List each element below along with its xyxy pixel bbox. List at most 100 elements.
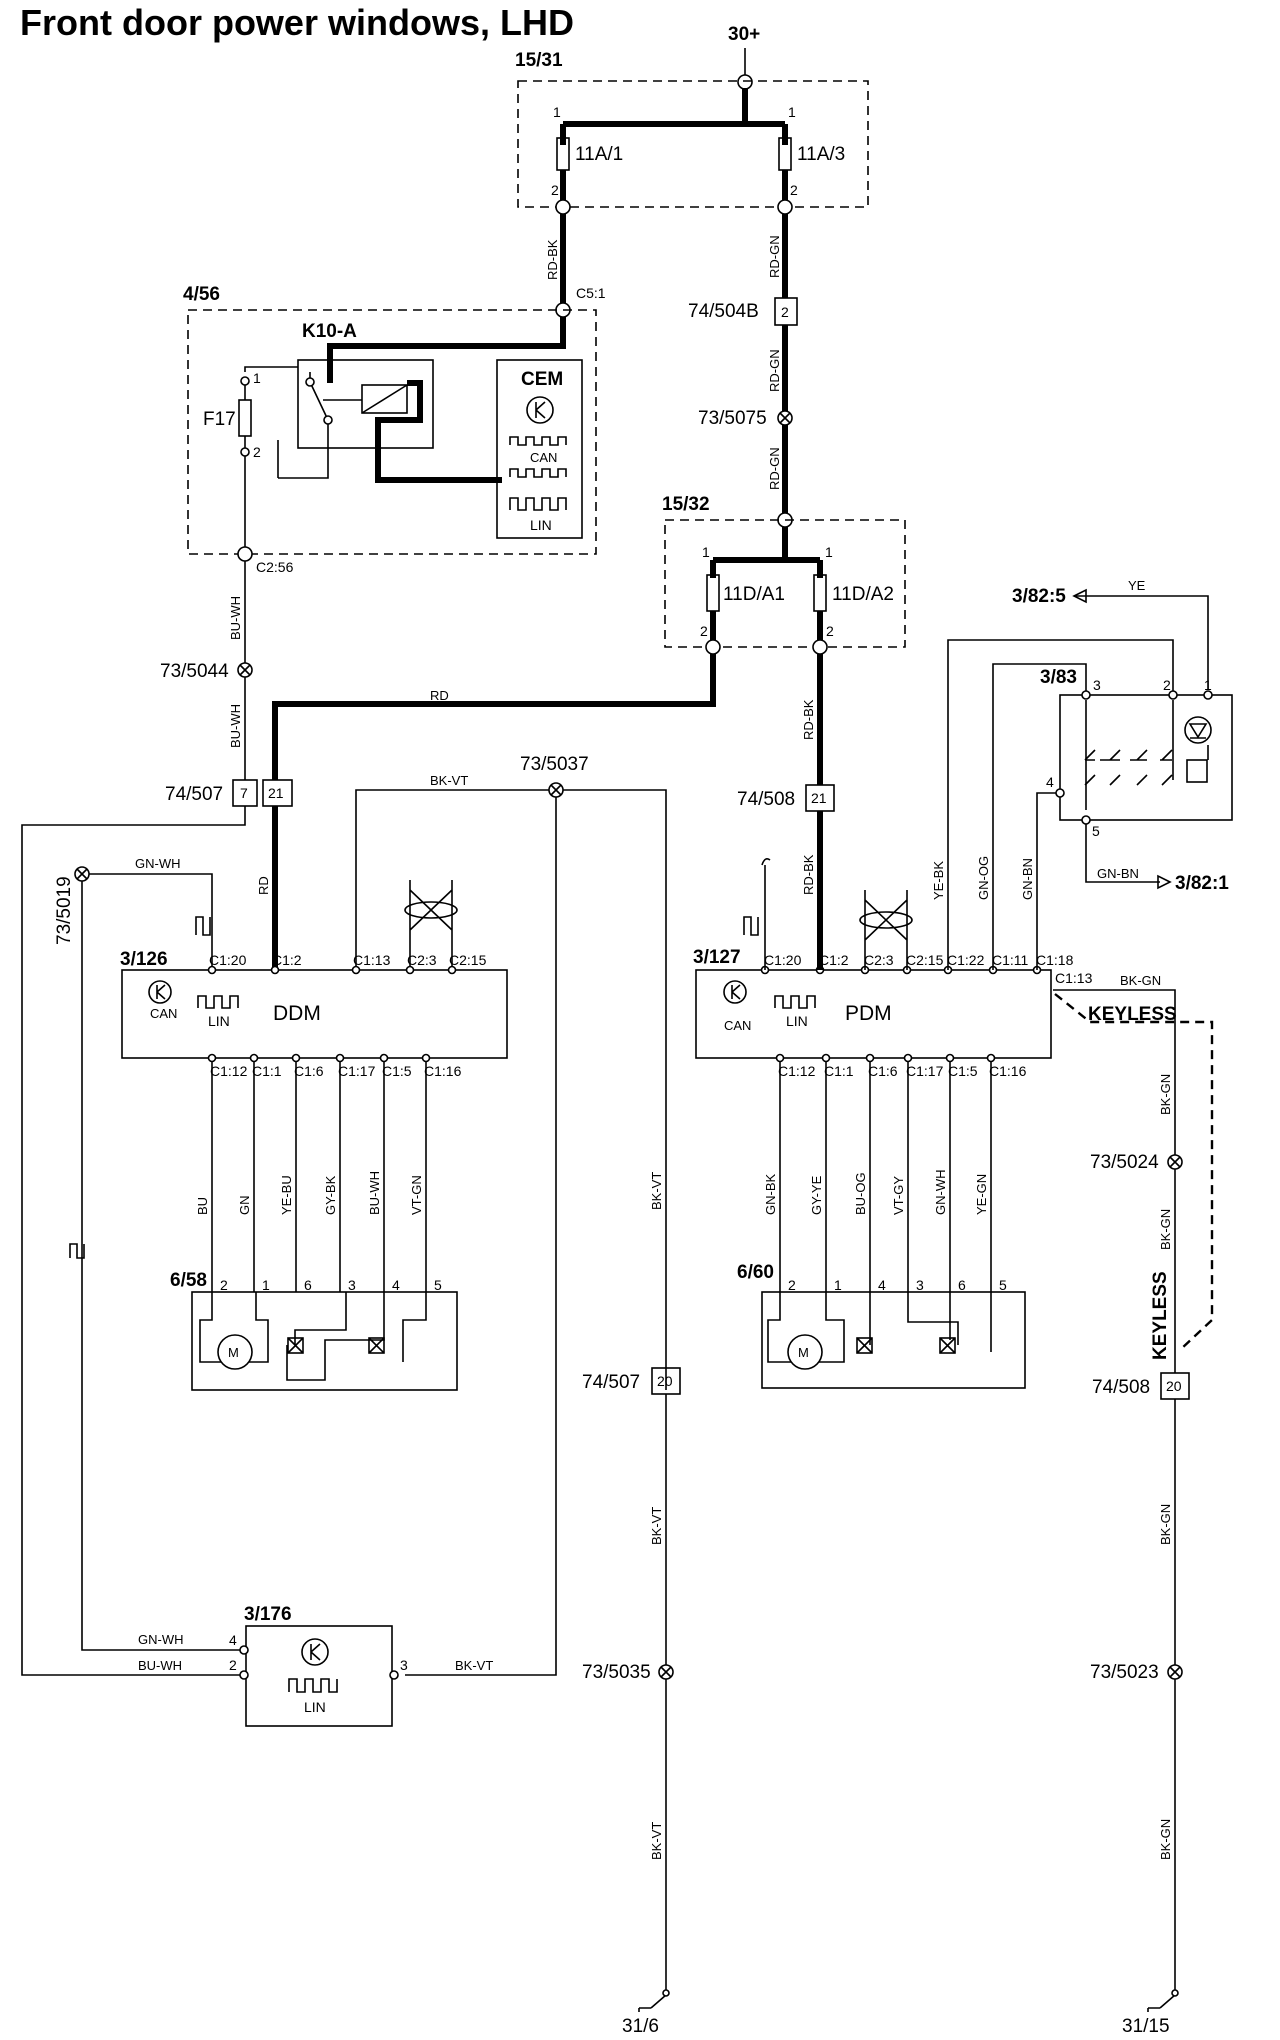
- connector-507-label: 74/507: [165, 784, 223, 805]
- keyless-dashed-path: [1054, 993, 1214, 1351]
- ddm-k-symbol: [148, 980, 172, 1004]
- wire-color-label: BU-WH: [138, 1658, 182, 1673]
- ddm-bottom-pin: C1:5: [382, 1063, 412, 1079]
- splice-5044-label: 73/5044: [160, 661, 229, 682]
- pdm-name: PDM: [845, 1002, 892, 1025]
- fusebox-b-pin: 1: [825, 544, 833, 560]
- splice-5044-x: [239, 664, 251, 676]
- fusebox-a-pin: 1: [788, 104, 796, 120]
- switch-indicator: [1184, 716, 1212, 744]
- wire-color-label: YE-BK: [931, 861, 946, 900]
- pdm-lin-wave-top: [743, 916, 759, 936]
- cem-module: [496, 359, 583, 539]
- ddm-harness-node: [421, 1053, 431, 1063]
- cem-can-label: CAN: [530, 450, 557, 465]
- wire-color-label: RD-BK: [545, 239, 560, 280]
- motor-right-pin: 4: [878, 1277, 886, 1293]
- motor-right-sensor-a: [856, 1337, 873, 1354]
- motor-left-pin: 4: [392, 1277, 400, 1293]
- pdm-lin-label: LIN: [786, 1013, 808, 1029]
- pdm-top-pin: C2:15: [906, 952, 944, 968]
- ddm-top-pin: C1:20: [209, 952, 247, 968]
- ddm-harness-color: BU-WH: [367, 1171, 382, 1215]
- module-176-id: 3/176: [244, 1604, 292, 1625]
- splice-5035-x: [660, 1666, 672, 1678]
- diagram-title: Front door power windows, LHD: [20, 2, 574, 43]
- ddm-k-glyph: [156, 984, 166, 1000]
- supply-node: [737, 74, 753, 90]
- ddm-harness-node: [379, 1053, 389, 1063]
- module-176-k-symbol: [301, 1638, 329, 1666]
- pdm-top-pin: C1:2: [819, 952, 849, 968]
- splice-5024-x: [1169, 1156, 1181, 1168]
- ddm-lin-wave: [195, 916, 211, 936]
- connector-507-ground-label: 74/507: [582, 1372, 640, 1393]
- gn-bn-wire: [1036, 792, 1056, 970]
- bu-wh-long: [21, 806, 246, 1676]
- ground-left-label: 31/6: [622, 2016, 659, 2037]
- connector-507-pin: 21: [268, 785, 284, 801]
- fuse-11d-links: [710, 611, 823, 640]
- motor-right-pin: 2: [788, 1277, 796, 1293]
- switch-out-top: 3/82:5: [1012, 586, 1066, 607]
- wire-color-label: RD: [256, 876, 271, 895]
- ddm-name: DDM: [273, 1002, 321, 1025]
- switch-pin: 2: [1163, 677, 1171, 693]
- ddm-harness-node: [207, 1053, 217, 1063]
- connector-504b-pin: 2: [781, 304, 789, 320]
- splice-5037-label: 73/5037: [520, 754, 589, 775]
- connector-508-ground-label: 74/508: [1092, 1377, 1150, 1398]
- relay-k10a-box: [297, 359, 434, 449]
- ddm-top-pin: C1:2: [272, 952, 302, 968]
- wire-color-label: GN-WH: [138, 1632, 184, 1647]
- fusebox-a-pin: 2: [551, 182, 559, 198]
- lin-wave-left: [69, 1243, 85, 1259]
- keyless-label-vertical: KEYLESS: [1150, 1271, 1171, 1360]
- splice-5023-label: 73/5023: [1090, 1662, 1159, 1683]
- wire-color-label: BK-VT: [649, 1172, 664, 1210]
- pdm-bottom-pin: C1:6: [868, 1063, 898, 1079]
- motor-left-m-label: M: [228, 1345, 239, 1360]
- module-176-lin-icon: [288, 1678, 338, 1693]
- fuse-11da2-label: 11D/A2: [832, 584, 894, 605]
- module-176-pin-2: [239, 1670, 249, 1680]
- module-176-pin: 3: [400, 1657, 408, 1673]
- motor-left-pin: 5: [434, 1277, 442, 1293]
- wire-color-label: RD-BK: [801, 699, 816, 740]
- wire-color-label: RD-GN: [767, 235, 782, 278]
- fuse-11da1-symbol: [706, 574, 720, 612]
- ddm-twisted-pair: [409, 880, 453, 970]
- cem-lin-label: LIN: [530, 517, 552, 533]
- wire-color-label: YE: [1128, 578, 1146, 593]
- motor-right-id: 6/60: [737, 1262, 774, 1283]
- cem-frame: [187, 309, 597, 555]
- bk-vt-wire: [355, 789, 667, 1676]
- wire-color-label: RD: [430, 688, 449, 703]
- pdm-harness-color: GN-WH: [933, 1170, 948, 1216]
- fusebox-a-id: 15/31: [515, 50, 563, 71]
- module-176-pin-3: [389, 1670, 399, 1680]
- ddm-harness-color: VT-GN: [409, 1175, 424, 1215]
- gn-bn-out: [1085, 824, 1160, 883]
- connector-508-pin: 21: [811, 790, 827, 806]
- ground-right-symbol: [1147, 1994, 1176, 2012]
- fuse-11da2-symbol: [813, 574, 827, 612]
- pdm-top-pin: C2:3: [864, 952, 894, 968]
- fuse-11a3-label: 11A/3: [797, 144, 845, 165]
- pdm-harness-node: [945, 1053, 955, 1063]
- ddm-module: [121, 969, 508, 1059]
- module-176-pin: 2: [229, 1657, 237, 1673]
- fusebox-a-pin: 1: [553, 104, 561, 120]
- motor-right-pin: 1: [834, 1277, 842, 1293]
- ddm-top-pin: C2:15: [449, 952, 487, 968]
- ddm-top-pin: C1:13: [353, 952, 391, 968]
- cem-connector-c2-56: [237, 546, 253, 562]
- pdm-side-pin: C1:13: [1055, 970, 1093, 986]
- fusebox-b-frame: [664, 519, 906, 648]
- wire-color-label: BU-WH: [228, 704, 243, 748]
- motor-left-sensor-b: [368, 1337, 385, 1354]
- switch-indicator-glyph: [1188, 723, 1208, 739]
